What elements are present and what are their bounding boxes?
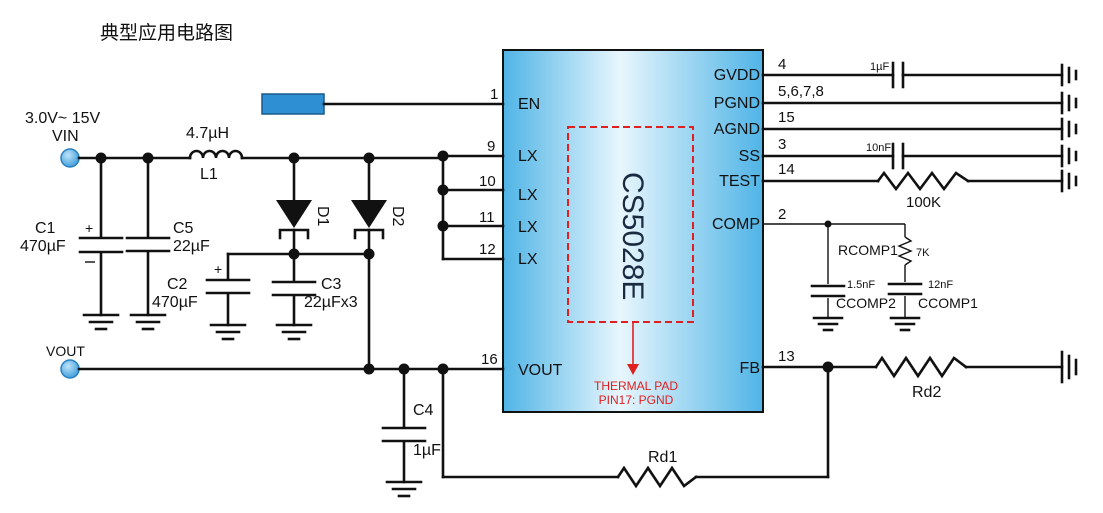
d2-name: D2	[389, 206, 406, 227]
c5-value: 22µF	[173, 238, 210, 255]
ccomp2-name: CCOMP2	[836, 295, 896, 311]
pin-name-test: TEST	[719, 173, 760, 190]
left-pin-wiring: 1 9 10 11 12 16	[261, 86, 505, 371]
gvdd-cap-value: 1µF	[870, 61, 889, 73]
rcomp1-value: 7K	[916, 247, 930, 259]
en-block	[261, 93, 325, 115]
vin-node[interactable]	[60, 148, 80, 168]
capacitor-c3	[271, 252, 317, 341]
pin-name-agnd: AGND	[714, 121, 760, 138]
test-res-value: 100K	[906, 194, 941, 211]
c4-name: C4	[413, 402, 434, 419]
vout-label: VOUT	[46, 343, 85, 359]
pin-name-ss: SS	[739, 148, 760, 165]
pin-num-3: 3	[778, 136, 786, 153]
node-lx9	[437, 150, 449, 162]
l1-name: L1	[200, 166, 218, 183]
resistor-rd1	[616, 465, 698, 489]
capacitor-c4	[381, 367, 427, 498]
output-section: VOUT C4 1µF Rd1	[46, 343, 830, 498]
rcomp1-name: RCOMP1	[838, 242, 898, 258]
pin-num-2: 2	[778, 206, 786, 223]
vin-label: VIN	[52, 128, 79, 145]
input-section: 3.0V~ 15V VIN 4.7µH L1 + C1 470µF	[20, 110, 445, 331]
pin-name-vout: VOUT	[518, 362, 563, 379]
chip: CS5028E THERMAL PAD PIN17: PGND EN LX LX…	[502, 49, 764, 413]
thermal-pad-pin: PIN17: PGND	[599, 393, 674, 407]
right-pin-wiring: 4 1µF 5,6,7,8 15 3 10nF 14 100K	[761, 56, 1078, 401]
resistor-rd2	[874, 355, 968, 379]
diagram-title: 典型应用电路图	[100, 22, 234, 44]
inductor-l1	[188, 149, 244, 160]
ccomp1-value: 12nF	[928, 279, 953, 291]
svg-text:+: +	[214, 261, 222, 277]
c3-value: 22µFx3	[304, 294, 358, 311]
c2-name: C2	[167, 276, 188, 293]
node-lx10	[437, 184, 449, 196]
pin-name-gvdd: GVDD	[714, 67, 760, 84]
pin-name-pgnd: PGND	[714, 95, 760, 112]
pin-num-10: 10	[479, 173, 496, 190]
ground-symbols-right	[1060, 63, 1078, 193]
pin-num-4: 4	[778, 56, 786, 73]
ccomp1-name: CCOMP1	[918, 295, 978, 311]
d1-name: D1	[314, 206, 331, 227]
resistor-rcomp1	[897, 236, 913, 266]
c5-name: C5	[173, 220, 194, 237]
ccomp2-value: 1.5nF	[847, 279, 875, 291]
c2-value: 470µF	[152, 294, 198, 311]
pin-name-en: EN	[518, 96, 540, 113]
c1-name: C1	[35, 220, 56, 237]
pin-num-12: 12	[479, 241, 496, 258]
capacitor-c5	[125, 156, 171, 331]
pin-num-9: 9	[487, 138, 495, 155]
svg-text:+: +	[85, 220, 93, 236]
resistor-test	[876, 170, 970, 192]
diode-d1	[276, 200, 312, 228]
pin-name-lx11: LX	[518, 219, 538, 236]
thermal-pad-label: THERMAL PAD	[594, 379, 678, 393]
vout-node[interactable]	[60, 359, 80, 379]
pin-num-16: 16	[481, 351, 498, 368]
pin-num-1: 1	[490, 86, 498, 103]
pin-num-5678: 5,6,7,8	[778, 83, 824, 100]
pin-num-14: 14	[778, 161, 795, 178]
capacitor-c2: +	[205, 252, 251, 341]
c3-name: C3	[321, 276, 342, 293]
pin-num-15: 15	[778, 109, 795, 126]
diode-section: D1 D2 + C2 470µF	[152, 156, 406, 371]
capacitor-c1: +	[78, 156, 124, 331]
chip-name: CS5028E	[616, 172, 649, 300]
pin-name-comp: COMP	[712, 216, 760, 233]
node-lx11	[437, 220, 449, 232]
pin-name-lx9: LX	[518, 148, 538, 165]
pin-name-lx10: LX	[518, 187, 538, 204]
ss-cap-value: 10nF	[866, 142, 891, 154]
vin-range: 3.0V~ 15V	[25, 110, 101, 127]
rd1-name: Rd1	[648, 449, 677, 466]
diode-d2	[351, 200, 387, 228]
pin-num-13: 13	[778, 348, 795, 365]
pin-num-11: 11	[479, 209, 495, 226]
rd2-name: Rd2	[912, 384, 941, 401]
pin-name-lx12: LX	[518, 251, 538, 268]
c4-value: 1µF	[413, 442, 441, 459]
c1-value: 470µF	[20, 238, 66, 255]
pin-name-fb: FB	[740, 360, 760, 377]
l1-value: 4.7µH	[186, 125, 229, 142]
